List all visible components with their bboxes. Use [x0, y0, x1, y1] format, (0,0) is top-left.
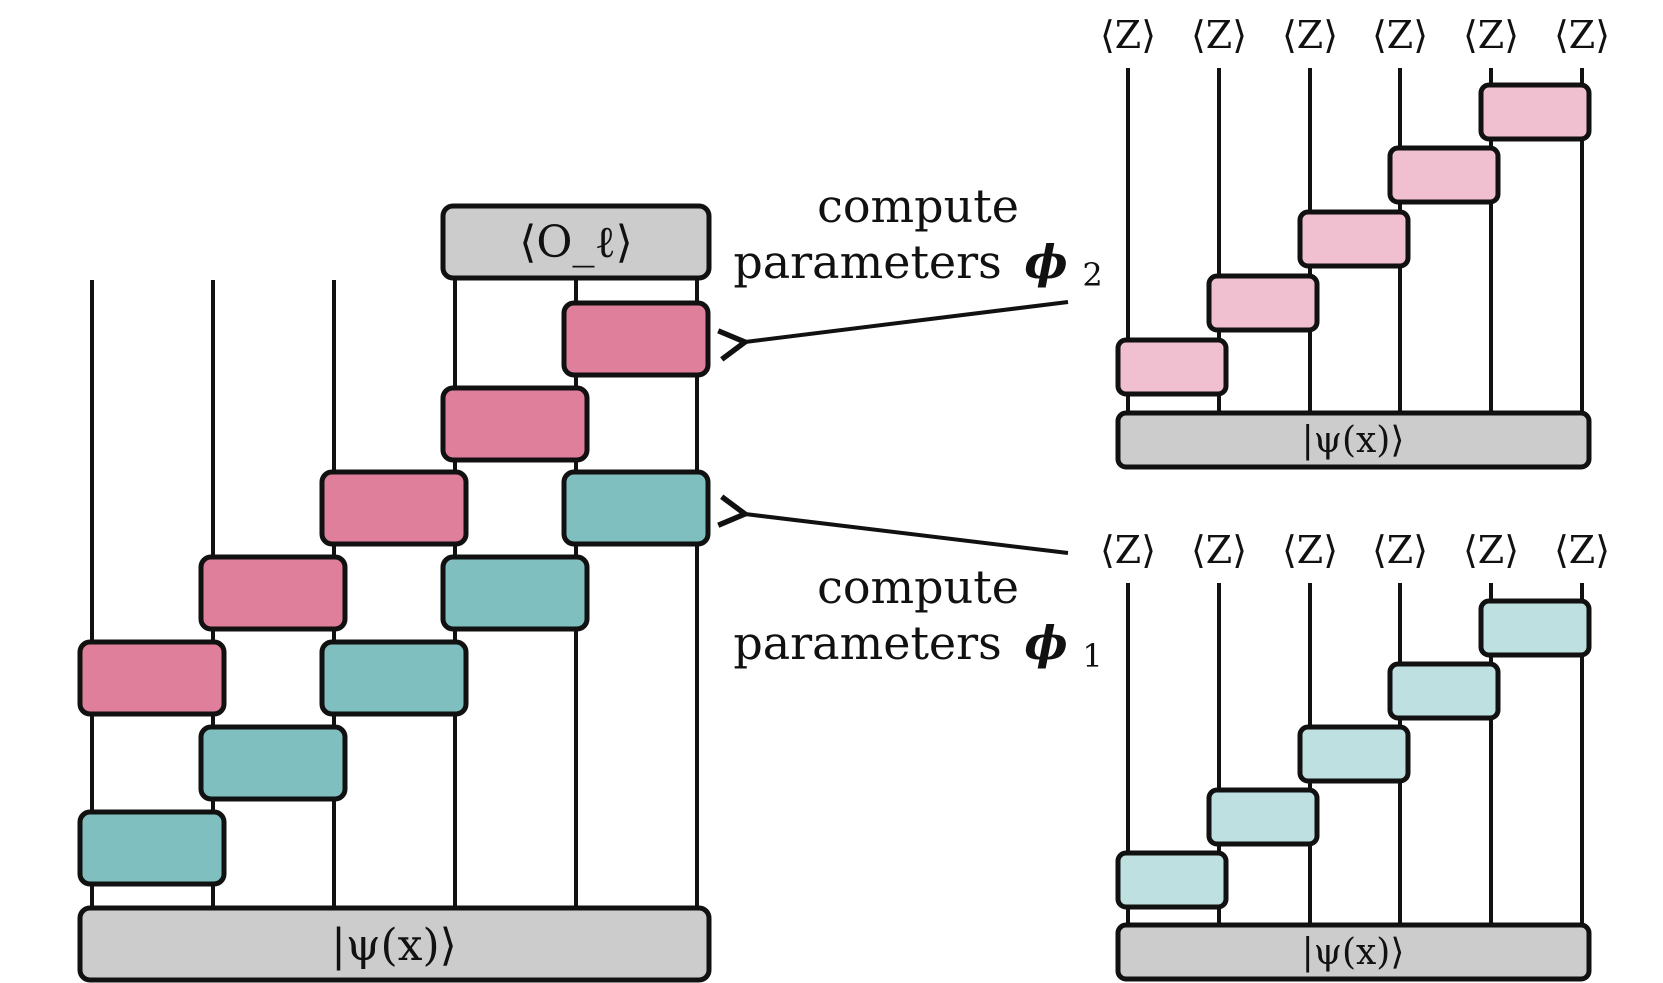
top-measurement-label-5: ⟨Z⟩	[1463, 13, 1519, 57]
top-state-label: |ψ(x)⟩	[1302, 420, 1405, 461]
phi2-compute-text: compute	[817, 179, 1019, 233]
bottom-measurement-label-6: ⟨Z⟩	[1554, 528, 1610, 572]
teal-gate-4	[440, 554, 590, 632]
top-gate-1	[1115, 337, 1229, 397]
phi1-arrow	[717, 494, 1069, 555]
top-gate-5	[1478, 82, 1592, 142]
pink-gate-4	[440, 385, 590, 463]
bottom-measurement-label-3: ⟨Z⟩	[1282, 528, 1338, 572]
top-gate-2	[1206, 273, 1320, 333]
bottom-measurement-label-2: ⟨Z⟩	[1191, 528, 1247, 572]
top-measurement-labels: ⟨Z⟩ ⟨Z⟩ ⟨Z⟩ ⟨Z⟩ ⟨Z⟩ ⟨Z⟩	[1100, 13, 1610, 57]
phi2-annotation: compute parameters ϕ 2	[717, 179, 1103, 362]
observable-label: ⟨O_ℓ⟩	[519, 217, 632, 268]
top-gates	[1115, 82, 1592, 397]
bottom-state-label: |ψ(x)⟩	[1302, 932, 1405, 973]
top-state-register	[1115, 410, 1592, 470]
teal-gate-1	[77, 809, 227, 887]
pink-gate-5	[561, 300, 711, 378]
main-state-register	[77, 905, 712, 983]
bottom-gate-5	[1478, 598, 1592, 658]
phi2-parameters-text: parameters	[733, 235, 1001, 289]
phi2-symbol: ϕ	[1024, 235, 1067, 289]
phi1-parameters-line: parameters ϕ 1	[733, 616, 1102, 675]
phi2-subscript: 2	[1082, 256, 1102, 294]
phi1-compute-text: compute	[817, 560, 1019, 614]
phi1-subscript: 1	[1082, 637, 1102, 675]
phi1-symbol: ϕ	[1024, 616, 1067, 670]
observable-box	[440, 203, 712, 281]
teal-gate-layer	[77, 469, 711, 887]
bottom-measurement-labels: ⟨Z⟩ ⟨Z⟩ ⟨Z⟩ ⟨Z⟩ ⟨Z⟩ ⟨Z⟩	[1100, 528, 1610, 572]
pink-gate-1	[77, 639, 227, 717]
teal-gate-2	[198, 724, 348, 802]
bottom-small-circuit: ⟨Z⟩ ⟨Z⟩ ⟨Z⟩ ⟨Z⟩ ⟨Z⟩ ⟨Z⟩ |ψ(x)⟩	[1100, 528, 1610, 982]
bottom-gate-3	[1297, 724, 1411, 784]
top-gate-4	[1387, 145, 1501, 205]
bottom-gates	[1115, 598, 1592, 910]
bottom-gate-1	[1115, 850, 1229, 910]
teal-gate-3	[319, 639, 469, 717]
phi1-parameters-text: parameters	[733, 616, 1001, 670]
top-measurement-label-2: ⟨Z⟩	[1191, 13, 1247, 57]
bottom-gate-2	[1206, 787, 1320, 847]
bottom-gate-4	[1387, 661, 1501, 721]
phi1-annotation: compute parameters ϕ 1	[717, 494, 1103, 675]
pink-gate-layer	[77, 300, 711, 717]
pink-gate-3	[319, 469, 469, 547]
bottom-measurement-label-1: ⟨Z⟩	[1100, 528, 1156, 572]
top-measurement-label-4: ⟨Z⟩	[1372, 13, 1428, 57]
pink-gate-2	[198, 554, 348, 632]
top-gate-3	[1297, 209, 1411, 269]
bottom-measurement-label-4: ⟨Z⟩	[1372, 528, 1428, 572]
main-circuit: ⟨O_ℓ⟩ |ψ(x)⟩	[77, 203, 712, 983]
bottom-measurement-label-5: ⟨Z⟩	[1463, 528, 1519, 572]
phi2-parameters-line: parameters ϕ 2	[733, 235, 1102, 294]
main-state-label: |ψ(x)⟩	[331, 920, 457, 971]
top-measurement-label-6: ⟨Z⟩	[1554, 13, 1610, 57]
teal-gate-5	[561, 469, 711, 547]
phi2-arrow	[717, 300, 1069, 362]
top-measurement-label-3: ⟨Z⟩	[1282, 13, 1338, 57]
bottom-state-register	[1115, 922, 1592, 982]
top-small-circuit: ⟨Z⟩ ⟨Z⟩ ⟨Z⟩ ⟨Z⟩ ⟨Z⟩ ⟨Z⟩ |ψ(x)⟩	[1100, 13, 1610, 470]
top-measurement-label-1: ⟨Z⟩	[1100, 13, 1156, 57]
